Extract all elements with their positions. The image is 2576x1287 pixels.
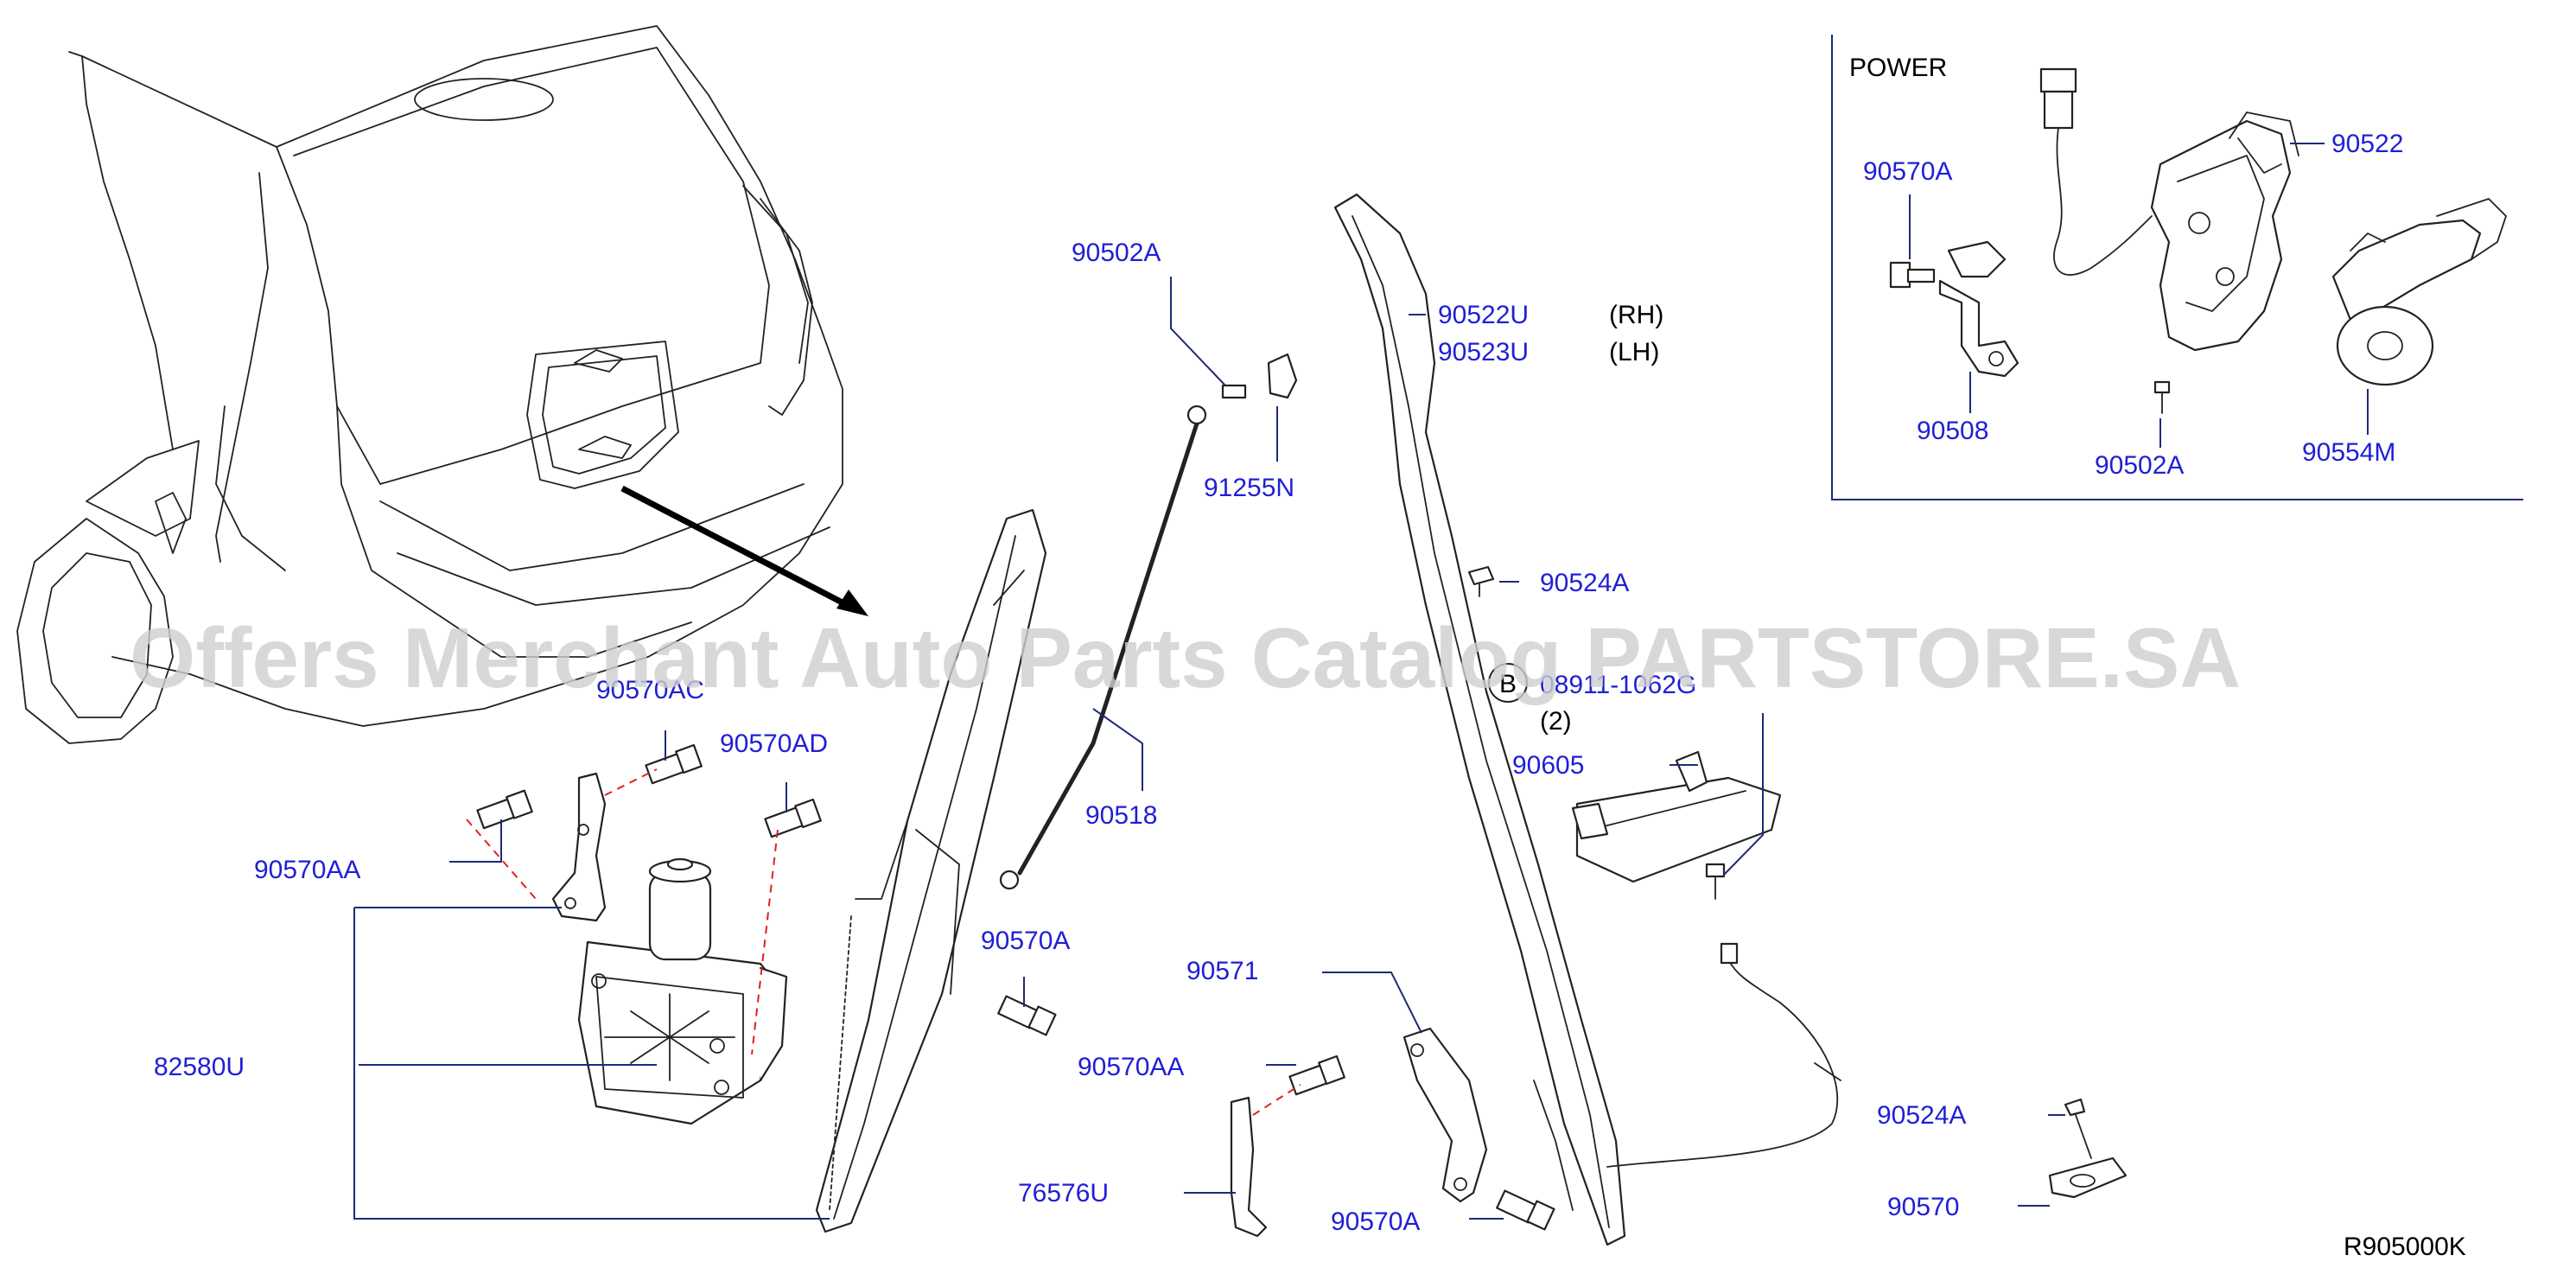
inset-title: POWER xyxy=(1849,54,1947,82)
back-door-lock-assembly xyxy=(2150,111,2299,352)
label-90523U-side: (LH) xyxy=(1609,338,1659,366)
label-76576U: 76576U xyxy=(1018,1179,1109,1207)
label-90523U: 90523U xyxy=(1438,338,1529,366)
label-91255N: 91255N xyxy=(1204,474,1294,502)
label-90605: 90605 xyxy=(1512,751,1584,780)
label-90570: 90570 xyxy=(1887,1193,1959,1221)
inset-screw xyxy=(2153,380,2171,414)
leader-lines xyxy=(353,277,2065,1220)
bolt-b-marker: B xyxy=(1488,663,1528,703)
actuator-motor xyxy=(577,857,788,1125)
label-90570A-bottom: 90570A xyxy=(1331,1207,1420,1236)
bolt-90570AA-left xyxy=(476,789,533,830)
slide-rail xyxy=(815,508,1047,1233)
release-cable xyxy=(1606,942,1841,1168)
bolt-90570AA-mid xyxy=(1288,1054,1345,1096)
label-08911: 08911-1062G xyxy=(1540,671,1696,699)
vehicle-illustration xyxy=(16,25,843,744)
label-90570AA-left: 90570AA xyxy=(254,856,360,884)
actuator-bracket xyxy=(551,772,607,922)
inset-label-90522: 90522 xyxy=(2331,130,2403,158)
label-90570A-mid: 90570A xyxy=(981,927,1070,955)
inset-label-90554M: 90554M xyxy=(2302,438,2395,467)
bolt-b-letter: B xyxy=(1499,670,1517,698)
direction-arrow-head xyxy=(836,589,868,616)
support-rod xyxy=(999,405,1207,890)
alignment-line-4 xyxy=(1252,1084,1301,1116)
bolt-90570AC xyxy=(645,743,703,785)
inset-bolt xyxy=(1889,261,1936,289)
direction-arrow-shaft xyxy=(620,485,857,613)
bolt-90570AD xyxy=(764,798,822,838)
power-inset: POWER xyxy=(1831,35,2523,500)
alignment-line-3 xyxy=(751,829,779,1055)
back-door-handle xyxy=(1571,750,1782,900)
alignment-line-1 xyxy=(466,819,537,900)
diagram-code: R905000K xyxy=(2344,1233,2466,1261)
lock-actuator-connector xyxy=(2039,67,2153,276)
lock-motor xyxy=(2331,198,2507,386)
clip-right xyxy=(2064,1098,2092,1159)
striker xyxy=(2048,1156,2128,1199)
lock-bracket xyxy=(1938,240,2019,378)
label-qty-2: (2) xyxy=(1540,707,1572,736)
alignment-line-2 xyxy=(604,768,658,796)
bracket-76576U xyxy=(1230,1096,1268,1238)
label-90571: 90571 xyxy=(1186,957,1258,985)
clip-mid xyxy=(1467,565,1495,597)
label-90524A-mid: 90524A xyxy=(1540,569,1629,597)
weatherstrip xyxy=(1333,193,1626,1246)
inset-label-90570A: 90570A xyxy=(1863,157,1952,186)
label-90524A-right: 90524A xyxy=(1877,1101,1966,1130)
rod-pin xyxy=(1221,353,1298,399)
inset-label-90502A: 90502A xyxy=(2095,451,2184,480)
bracket-90571 xyxy=(1402,1027,1488,1203)
bolt-90570A-bottom xyxy=(1496,1189,1555,1231)
label-90502A: 90502A xyxy=(1072,239,1161,267)
inset-label-90508: 90508 xyxy=(1917,417,1988,445)
label-90570AC: 90570AC xyxy=(596,676,704,704)
label-90522U-side: (RH) xyxy=(1609,301,1663,329)
watermark: Offers Merchant Auto Parts Catalog PARTS… xyxy=(130,610,2241,705)
label-90518: 90518 xyxy=(1085,801,1157,830)
label-90570AD: 90570AD xyxy=(720,730,828,758)
label-90570AA-mid: 90570AA xyxy=(1078,1053,1184,1081)
label-82580U: 82580U xyxy=(154,1053,245,1081)
bolt-90570A-mid xyxy=(997,995,1057,1036)
label-90522U: 90522U xyxy=(1438,301,1529,329)
